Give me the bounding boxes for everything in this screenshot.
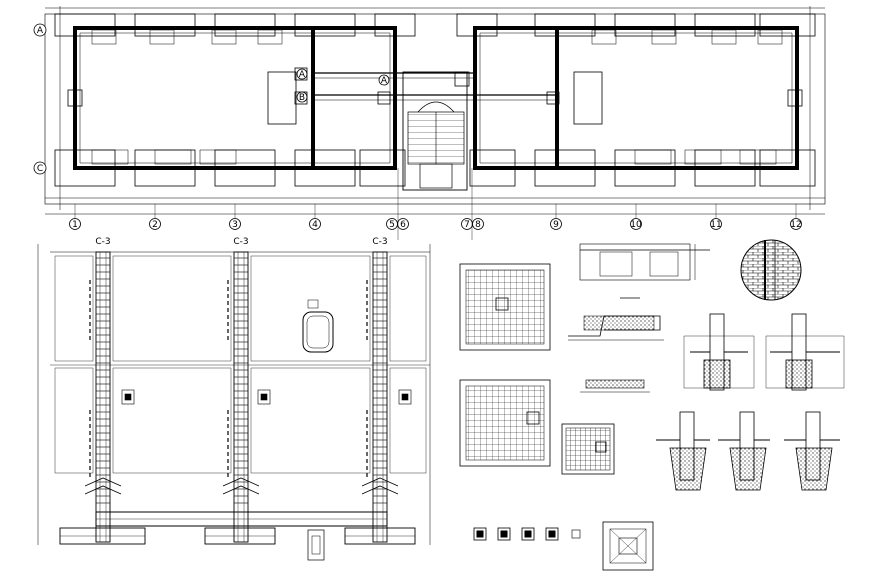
row-grid-bubbles <box>33 23 390 175</box>
row-label-a: A <box>37 26 44 36</box>
col-label-5: 5 <box>389 220 395 230</box>
callout-b: B <box>299 93 305 103</box>
col-label-2: 2 <box>152 220 158 230</box>
section-callout-boxes <box>121 389 412 405</box>
rebar-ticks <box>96 257 387 504</box>
section-label-3: C-3 <box>372 237 387 247</box>
section-label-2: C-3 <box>233 237 248 247</box>
col-label-3: 3 <box>232 220 238 230</box>
column-grid-bubbles <box>69 218 802 230</box>
row-label-a-inner: A <box>381 76 388 86</box>
col-label-7: 7 <box>464 220 470 230</box>
footing-mesh-plans <box>459 263 654 571</box>
wall-sections <box>37 244 431 561</box>
col-label-4: 4 <box>312 220 318 230</box>
column-grid-labels: 1 2 3 4 5 6 7 8 9 10 11 12 <box>72 220 802 230</box>
grid-lines <box>74 168 797 240</box>
column-base-flares <box>84 477 399 495</box>
floor-plan <box>35 6 826 215</box>
col-label-6: 6 <box>400 220 406 230</box>
col-label-8: 8 <box>475 220 481 230</box>
detail-drawings <box>473 239 845 541</box>
col-label-1: 1 <box>72 220 78 230</box>
callout-a: A <box>299 70 306 80</box>
col-label-10: 10 <box>630 220 642 230</box>
section-label-1: C-3 <box>95 237 110 247</box>
rebar-dashes <box>89 280 368 480</box>
row-label-c: C <box>37 164 43 174</box>
col-label-12: 12 <box>790 220 801 230</box>
col-label-11: 11 <box>710 220 721 230</box>
col-label-9: 9 <box>553 220 559 230</box>
